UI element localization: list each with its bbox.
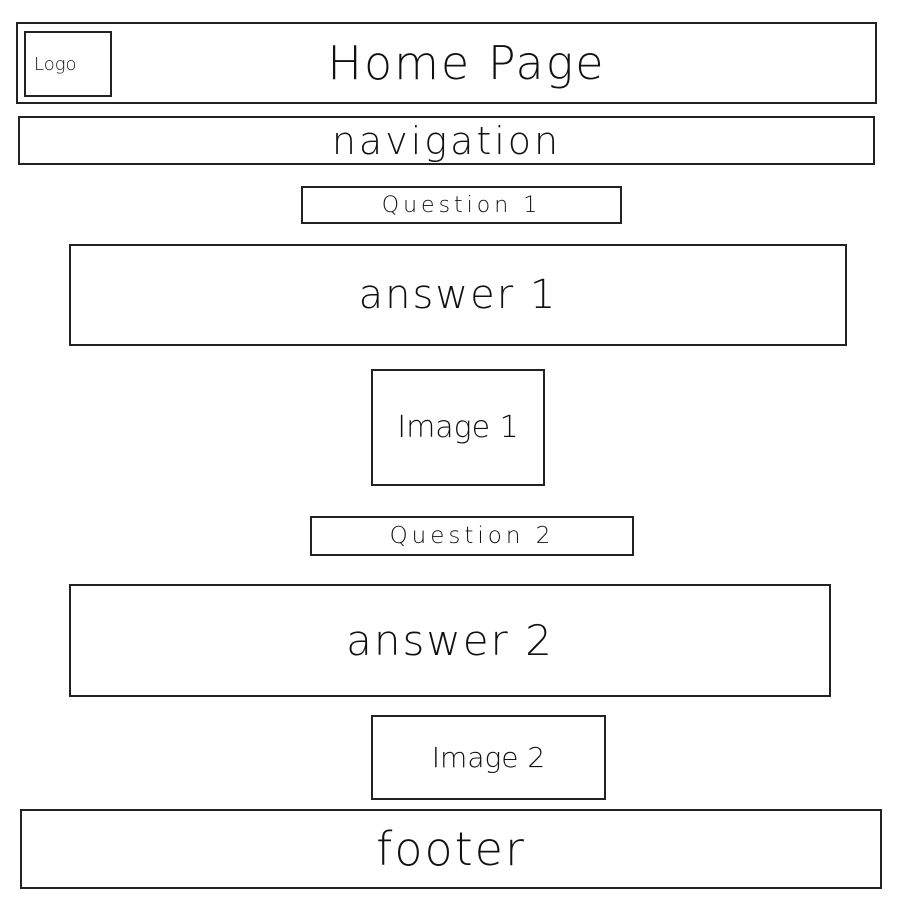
page-title: Home Page — [327, 36, 606, 90]
footer-box: footer — [20, 809, 882, 889]
image-2-label: Image 2 — [431, 741, 546, 774]
answer-1-box: answer 1 — [69, 244, 847, 346]
question-1-label: Question 1 — [381, 192, 542, 218]
image-1-placeholder: Image 1 — [371, 369, 545, 486]
image-2-placeholder: Image 2 — [371, 715, 606, 800]
logo-label: Logo — [34, 53, 77, 75]
image-1-label: Image 1 — [397, 410, 519, 445]
question-2-box: Question 2 — [310, 516, 634, 556]
footer-label: footer — [376, 822, 526, 876]
answer-1-label: answer 1 — [358, 272, 558, 318]
navigation-box: navigation — [18, 116, 875, 165]
navigation-label: navigation — [331, 118, 562, 163]
question-2-label: Question 2 — [389, 523, 555, 549]
header-box: Home Page — [16, 22, 877, 104]
answer-2-label: answer 2 — [346, 616, 554, 665]
question-1-box: Question 1 — [301, 186, 622, 224]
answer-2-box: answer 2 — [69, 584, 831, 697]
logo-box: Logo — [24, 31, 112, 97]
